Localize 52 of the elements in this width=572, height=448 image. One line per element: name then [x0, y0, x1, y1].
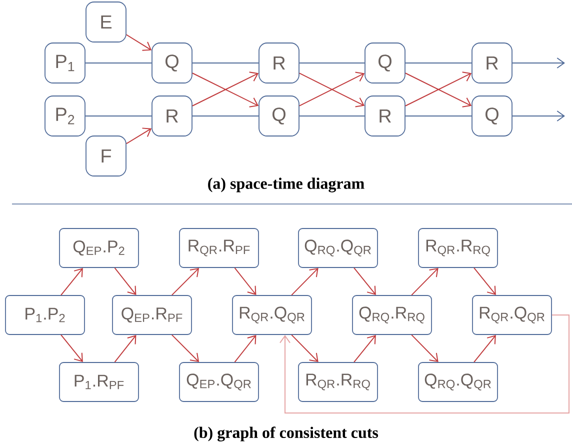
- arrow: [411, 268, 438, 296]
- caption: (a) space-time diagram: [208, 178, 364, 192]
- line: [404, 62, 472, 64]
- cut-box: R$_{QR}$.R$_{RQ}$: [418, 228, 498, 268]
- arrow: [354, 334, 376, 363]
- arrow: [234, 267, 256, 296]
- cut-box: Q$_{EP}$.Q$_{QR}$: [179, 362, 259, 402]
- event-box: P$_{1}$: [44, 42, 86, 84]
- event-box: E: [86, 2, 126, 42]
- cut-box: Q$_{RQ}$.Q$_{QR}$: [418, 362, 498, 402]
- arrow: [114, 267, 136, 296]
- cut-box: R$_{QR}$.R$_{RQ}$: [298, 362, 378, 402]
- event-box: Q: [152, 42, 192, 84]
- event-box: R: [152, 96, 192, 136]
- event-box: Q: [364, 42, 406, 84]
- cut-box: Q$_{EP}$.P$_{2}$: [59, 228, 139, 268]
- cut-box: R$_{QR}$.Q$_{QR}$: [472, 295, 552, 335]
- cut-box: P$_{1}$.P$_{2}$: [5, 295, 85, 335]
- cut-box: R$_{QR}$.Q$_{QR}$: [232, 295, 312, 335]
- arrow: [171, 334, 200, 362]
- event-box: Q: [472, 96, 512, 136]
- event-box: Q: [258, 96, 300, 136]
- arrow: [280, 314, 570, 414]
- arrow: [234, 334, 256, 363]
- arrow: [114, 334, 136, 363]
- arrow: [291, 334, 318, 362]
- arrow: [512, 110, 565, 122]
- event-box: F: [86, 136, 126, 176]
- cut-box: P$_{1}$.R$_{PF}$: [59, 362, 139, 402]
- event-box: R: [364, 96, 406, 136]
- cut-box: Q$_{EP}$.R$_{PF}$: [112, 295, 192, 335]
- cut-box: R$_{QR}$.R$_{PF}$: [179, 228, 259, 268]
- arrow: [512, 58, 565, 68]
- arrow: [474, 334, 496, 363]
- line: [84, 62, 152, 64]
- arrow: [60, 334, 83, 362]
- event-box: P$_{2}$: [44, 96, 86, 136]
- line: [298, 62, 366, 64]
- event-box: R: [258, 42, 300, 84]
- caption: (b) graph of consistent cuts: [194, 426, 378, 442]
- arrow: [354, 267, 376, 296]
- cut-box: Q$_{RQ}$.Q$_{QR}$: [298, 228, 378, 268]
- arrow: [60, 268, 83, 296]
- arrow: [474, 267, 496, 296]
- cut-box: Q$_{RQ}$.R$_{RQ}$: [352, 295, 432, 335]
- arrow: [126, 34, 152, 51]
- arrow: [291, 268, 318, 296]
- arrow: [126, 128, 152, 144]
- line: [192, 62, 260, 64]
- event-box: R: [472, 42, 512, 84]
- arrow: [411, 334, 438, 362]
- arrow: [171, 268, 200, 296]
